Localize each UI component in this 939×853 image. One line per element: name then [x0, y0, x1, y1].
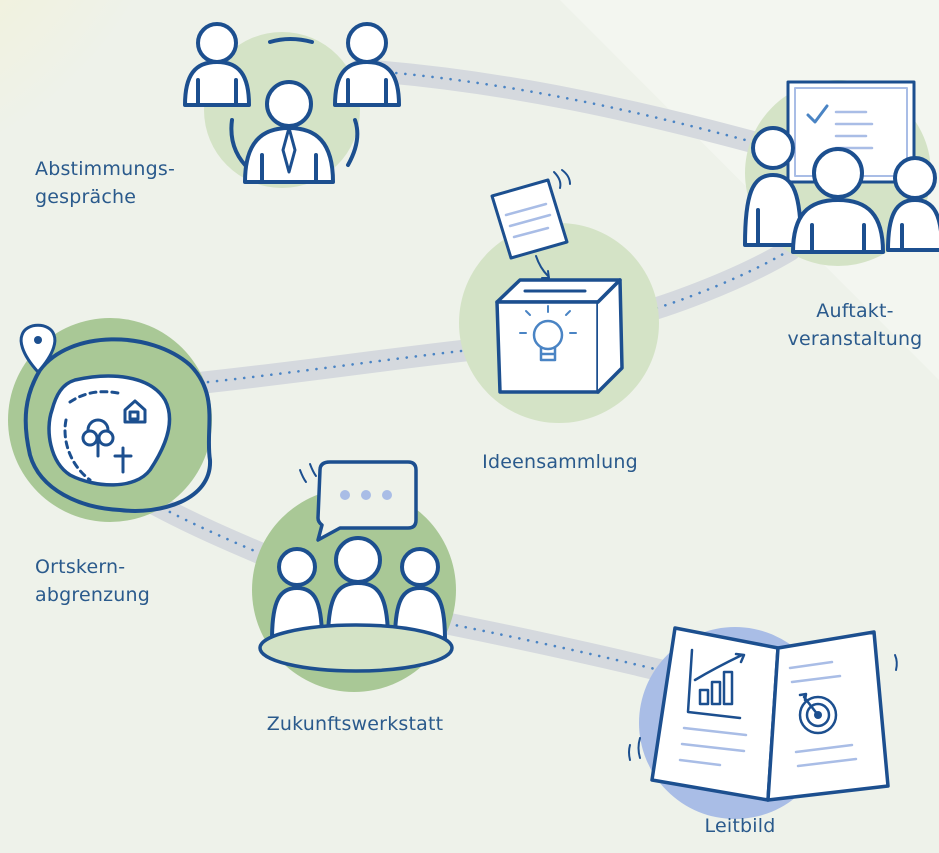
label-abstimmungsgespraeche: Abstimmungs- gespräche [35, 158, 176, 208]
station-auftaktveranstaltung [743, 80, 939, 266]
label-zukunftswerkstatt: Zukunftswerkstatt [266, 713, 444, 735]
idea-box-icon [490, 169, 624, 394]
table [258, 623, 454, 673]
label-ortskernabgrenzung: Ortskern- abgrenzung [35, 556, 151, 606]
station-abstimmungsgespraeche [183, 22, 401, 188]
station-ideensammlung [459, 169, 659, 423]
station-ortskernabgrenzung [8, 318, 213, 522]
label-ideensammlung: Ideensammlung [482, 451, 638, 473]
label-leitbild: Leitbild [704, 815, 776, 837]
presentation-audience-icon [743, 80, 939, 254]
station-leitbild [628, 626, 898, 819]
open-book-icon [628, 626, 898, 802]
corner-glow [0, 0, 190, 190]
meeting-people-icon [183, 22, 401, 184]
location-pin-icon [19, 323, 57, 374]
label-auftaktveranstaltung: Auftakt- veranstaltung [787, 300, 923, 350]
church-cross-icon [113, 446, 133, 474]
speech-bubble-icon [299, 460, 418, 542]
workshop-people-icon [258, 536, 454, 673]
station-zukunftswerkstatt [252, 460, 456, 692]
outer-boundary [23, 337, 213, 513]
tree-icon [81, 418, 115, 458]
house-icon [123, 399, 147, 424]
